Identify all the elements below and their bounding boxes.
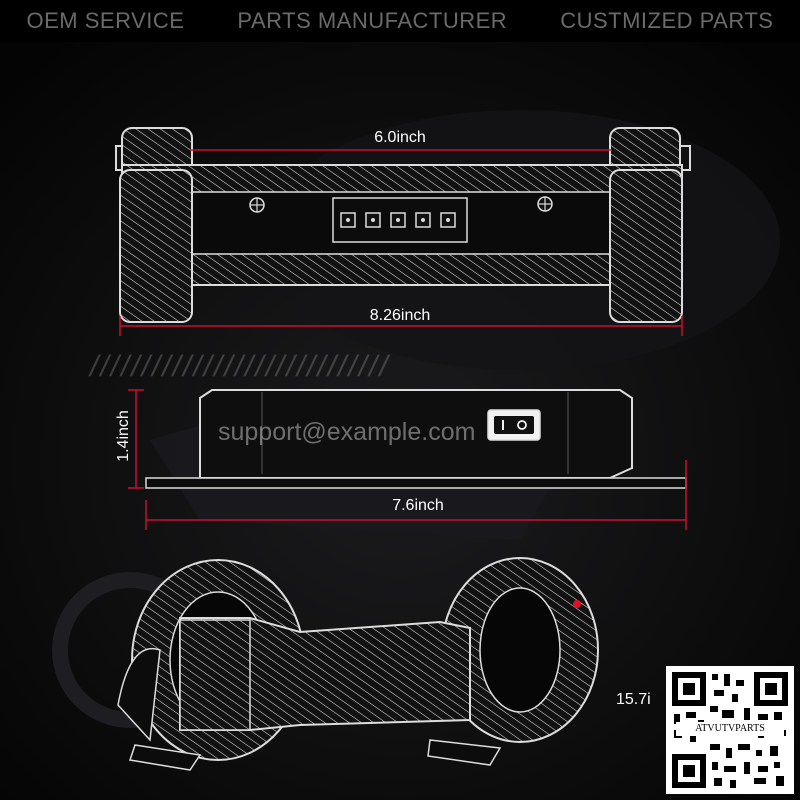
watermark-strip: ///////////////////////////// xyxy=(90,350,390,383)
measurement-marker xyxy=(573,600,581,608)
qr-label: ATVUTVPARTS xyxy=(676,722,784,736)
strap-view: 15.7i xyxy=(117,557,651,771)
dim-label-826in: 8.26inch xyxy=(370,307,431,324)
dim-label-14in: 1.4inch xyxy=(115,410,132,462)
left-pod xyxy=(119,169,193,323)
side-view: 1.4inch 7.6inch xyxy=(115,389,687,530)
banner-parts-manufacturer: PARTS MANUFACTURER xyxy=(237,8,508,33)
dim-label-157in: 15.7i xyxy=(616,691,651,708)
terminal-block xyxy=(332,197,468,243)
top-view: 6.0inch 8.26inch xyxy=(115,127,691,336)
banner-customized-parts: CUSTMIZED PARTS xyxy=(560,8,774,33)
screw-icon xyxy=(249,197,265,213)
side-base xyxy=(145,477,687,489)
watermark-email: support@example.com xyxy=(218,418,476,446)
dim-label-6in: 6.0inch xyxy=(374,129,426,146)
banner-oem-service: OEM SERVICE xyxy=(26,8,185,33)
rocker-switch-icon xyxy=(487,409,541,441)
dim-label-76in: 7.6inch xyxy=(392,497,444,514)
screw-icon xyxy=(537,196,553,212)
header-banner: OEM SERVICE PARTS MANUFACTURER CUSTMIZED… xyxy=(0,0,800,42)
right-pod xyxy=(609,169,683,323)
